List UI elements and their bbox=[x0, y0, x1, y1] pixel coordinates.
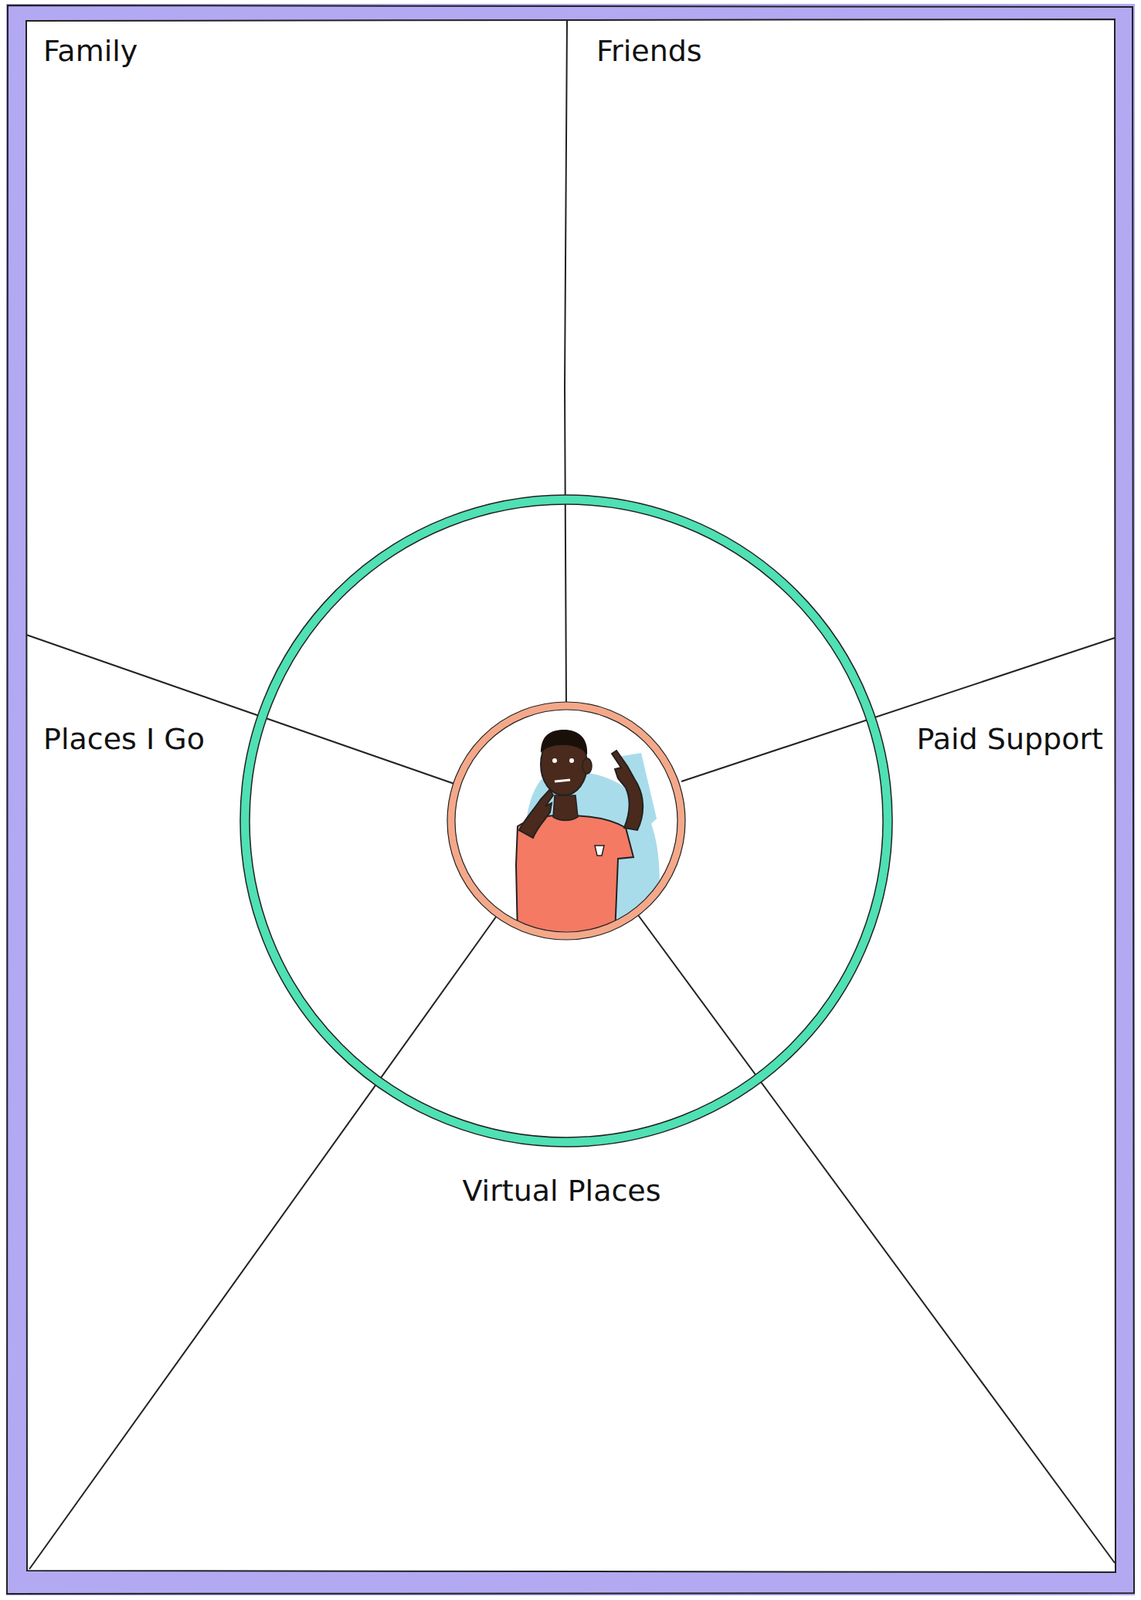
frame-outline bbox=[6, 5, 1135, 1595]
sector-line bbox=[26, 635, 455, 785]
person-eye bbox=[569, 758, 574, 764]
sector-label: Virtual Places bbox=[461, 1174, 661, 1210]
person-arm bbox=[519, 789, 554, 839]
shirt-badge bbox=[594, 845, 605, 856]
sector-label: Paid Support bbox=[916, 722, 1104, 758]
centre-ring-outline bbox=[447, 702, 686, 941]
ring-outline bbox=[240, 495, 893, 1148]
person-hair bbox=[540, 730, 588, 756]
person-mouth bbox=[554, 780, 571, 782]
person-eye bbox=[552, 758, 557, 764]
person-arm bbox=[611, 750, 643, 831]
ring-outline bbox=[249, 504, 883, 1138]
sector-line bbox=[29, 916, 497, 1570]
sector-line bbox=[638, 915, 1115, 1564]
sector-label: Family bbox=[43, 33, 138, 70]
sector-label: Places I Go bbox=[43, 722, 205, 758]
centre-ring-outline bbox=[455, 709, 678, 933]
purple-frame bbox=[6, 3, 1135, 1597]
green-ring bbox=[244, 499, 888, 1143]
sector-lines bbox=[26, 20, 1115, 1570]
person-neck bbox=[553, 795, 578, 822]
sector-line bbox=[564, 20, 568, 707]
person-illustration bbox=[516, 730, 660, 935]
frame-inner-outline bbox=[26, 19, 1116, 1573]
person-ear bbox=[582, 758, 592, 775]
centre-ring bbox=[451, 706, 682, 937]
sector-line bbox=[681, 638, 1115, 782]
sector-label: Friends bbox=[596, 33, 703, 70]
